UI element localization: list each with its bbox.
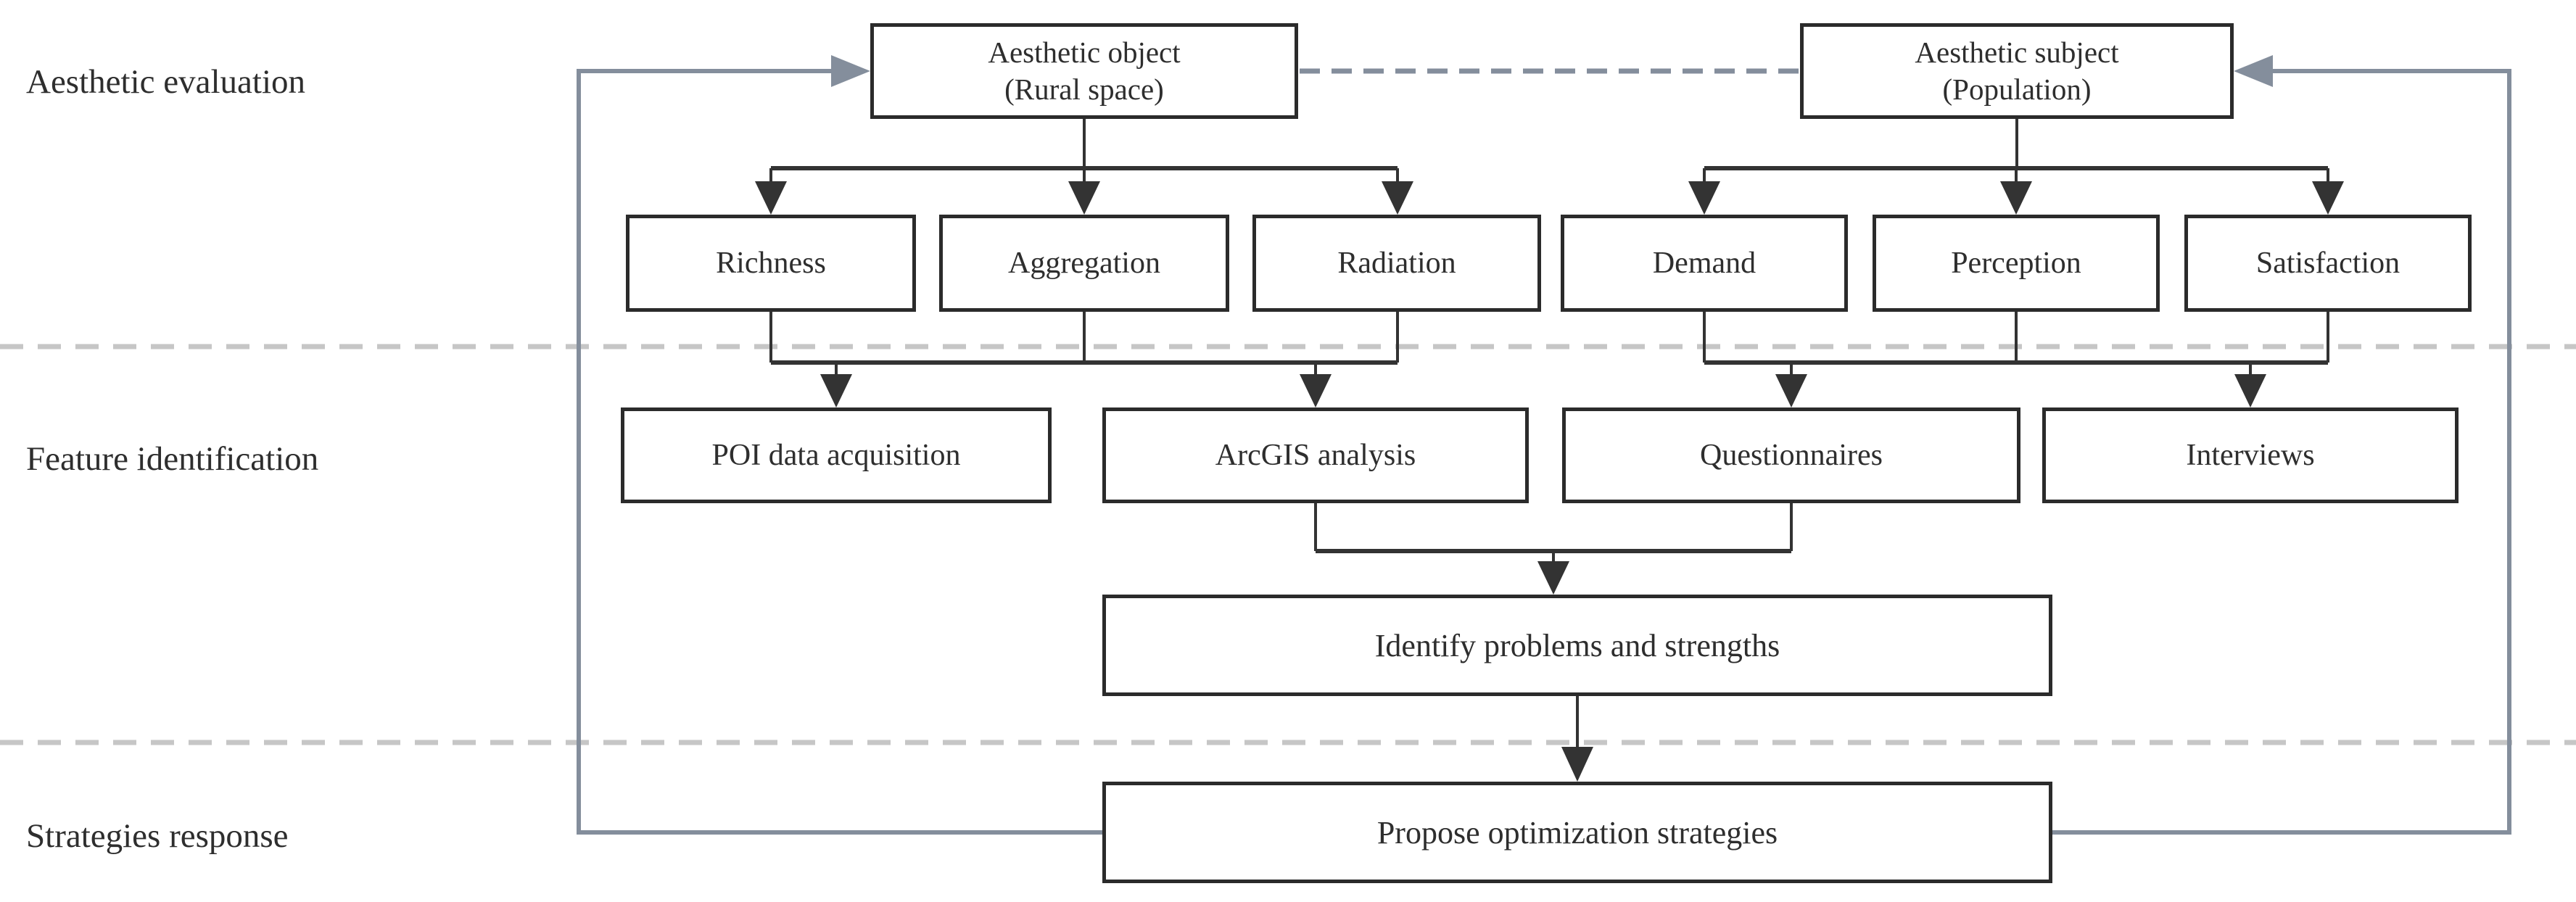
node-interviews: Interviews [2042,407,2459,503]
node-demand: Demand [1561,215,1848,312]
down-arrowhead [1537,561,1569,595]
down-arrowhead [1775,374,1807,407]
node-identify-problems: Identify problems and strengths [1102,595,2052,696]
node-label-line1: Aesthetic subject [1915,35,2119,69]
down-arrowhead [1688,181,1720,215]
connector-identify-to-propose [1561,696,1593,782]
connector-right-indicators-to-methods [1703,312,2329,407]
down-arrowhead [820,374,852,407]
node-label-line1: Aesthetic object [988,35,1181,69]
node-aesthetic-object: Aesthetic object (Rural space) [870,23,1298,119]
node-satisfaction: Satisfaction [2184,215,2472,312]
down-arrowhead [1300,374,1332,407]
down-arrowhead [1561,747,1593,782]
node-arcgis-analysis: ArcGIS analysis [1102,407,1529,503]
down-arrowhead [755,181,787,215]
down-arrowhead [2234,374,2266,407]
feedback-loop-right [2052,69,2511,835]
node-aggregation: Aggregation [939,215,1229,312]
connector-methods-to-identify [1314,503,1793,595]
down-arrowhead [1068,181,1100,215]
node-perception: Perception [1873,215,2160,312]
band-label-feature-identification: Feature identification [26,440,319,478]
node-questionnaires: Questionnaires [1562,407,2020,503]
node-label-line2: (Population) [1942,73,2092,106]
node-aesthetic-subject: Aesthetic subject (Population) [1800,23,2234,119]
down-arrowhead [1382,181,1413,215]
down-arrowhead [2312,181,2344,215]
band-label-aesthetic-evaluation: Aesthetic evaluation [26,63,305,101]
connector-subject-to-indicators [1688,119,2344,215]
node-poi-data-acquisition: POI data acquisition [621,407,1052,503]
node-richness: Richness [626,215,916,312]
node-propose-optimization: Propose optimization strategies [1102,782,2052,883]
connector-left-indicators-to-methods [769,312,1399,407]
band-label-strategies-response: Strategies response [26,817,289,855]
node-label-line2: (Rural space) [1004,73,1164,106]
feedback-arrowhead-right [2234,55,2273,87]
connector-object-to-indicators [755,119,1413,215]
down-arrowhead [2000,181,2032,215]
feedback-loop-left [577,69,1102,835]
node-radiation: Radiation [1252,215,1541,312]
feedback-arrowhead-left [831,55,870,87]
